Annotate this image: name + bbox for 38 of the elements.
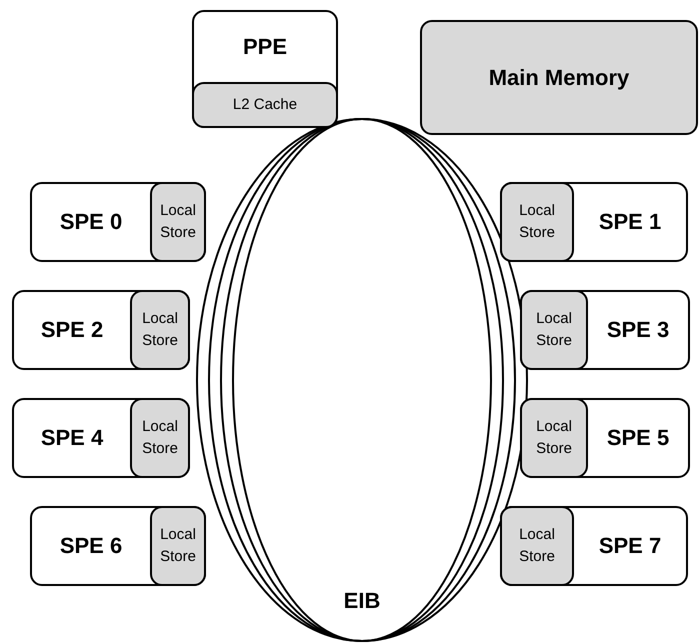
local-store-box	[520, 290, 588, 370]
unit-label: Local Store	[518, 525, 556, 567]
unit-label: Local Store	[535, 309, 573, 351]
unit-label: Local Store	[141, 417, 179, 459]
processor-box	[12, 398, 190, 478]
processor-box	[520, 290, 690, 370]
unit-label: Local Store	[159, 201, 197, 243]
unit-title: SPE 6	[58, 532, 124, 560]
unit-title: Main Memory	[488, 64, 630, 92]
local-store-box	[520, 398, 588, 478]
processor-box	[520, 398, 690, 478]
unit-title: SPE 5	[606, 424, 670, 452]
unit-label: Local Store	[518, 201, 556, 243]
local-store-box	[150, 506, 206, 586]
local-store-box	[500, 506, 574, 586]
unit-label: L2 Cache	[232, 95, 298, 115]
unit-title: SPE 1	[598, 208, 662, 236]
processor-box	[30, 506, 206, 586]
unit-title: SPE 4	[40, 424, 104, 452]
local-store-box	[130, 398, 190, 478]
unit-label: Local Store	[535, 417, 573, 459]
local-store-box	[130, 290, 190, 370]
unit-title: SPE 3	[606, 316, 670, 344]
processor-box	[12, 290, 190, 370]
processor-box	[30, 182, 206, 262]
unit-title: SPE 0	[58, 208, 124, 236]
processor-box	[192, 10, 338, 128]
unit-title: SPE 2	[40, 316, 104, 344]
memory-box	[420, 20, 698, 135]
local-store-box	[150, 182, 206, 262]
processor-box	[500, 506, 688, 586]
unit-label: Local Store	[159, 525, 197, 567]
unit-title: SPE 7	[598, 532, 662, 560]
local-store-box	[500, 182, 574, 262]
unit-label: Local Store	[141, 309, 179, 351]
processor-box	[500, 182, 688, 262]
unit-title: PPE	[242, 33, 288, 61]
cache-box	[192, 82, 338, 128]
